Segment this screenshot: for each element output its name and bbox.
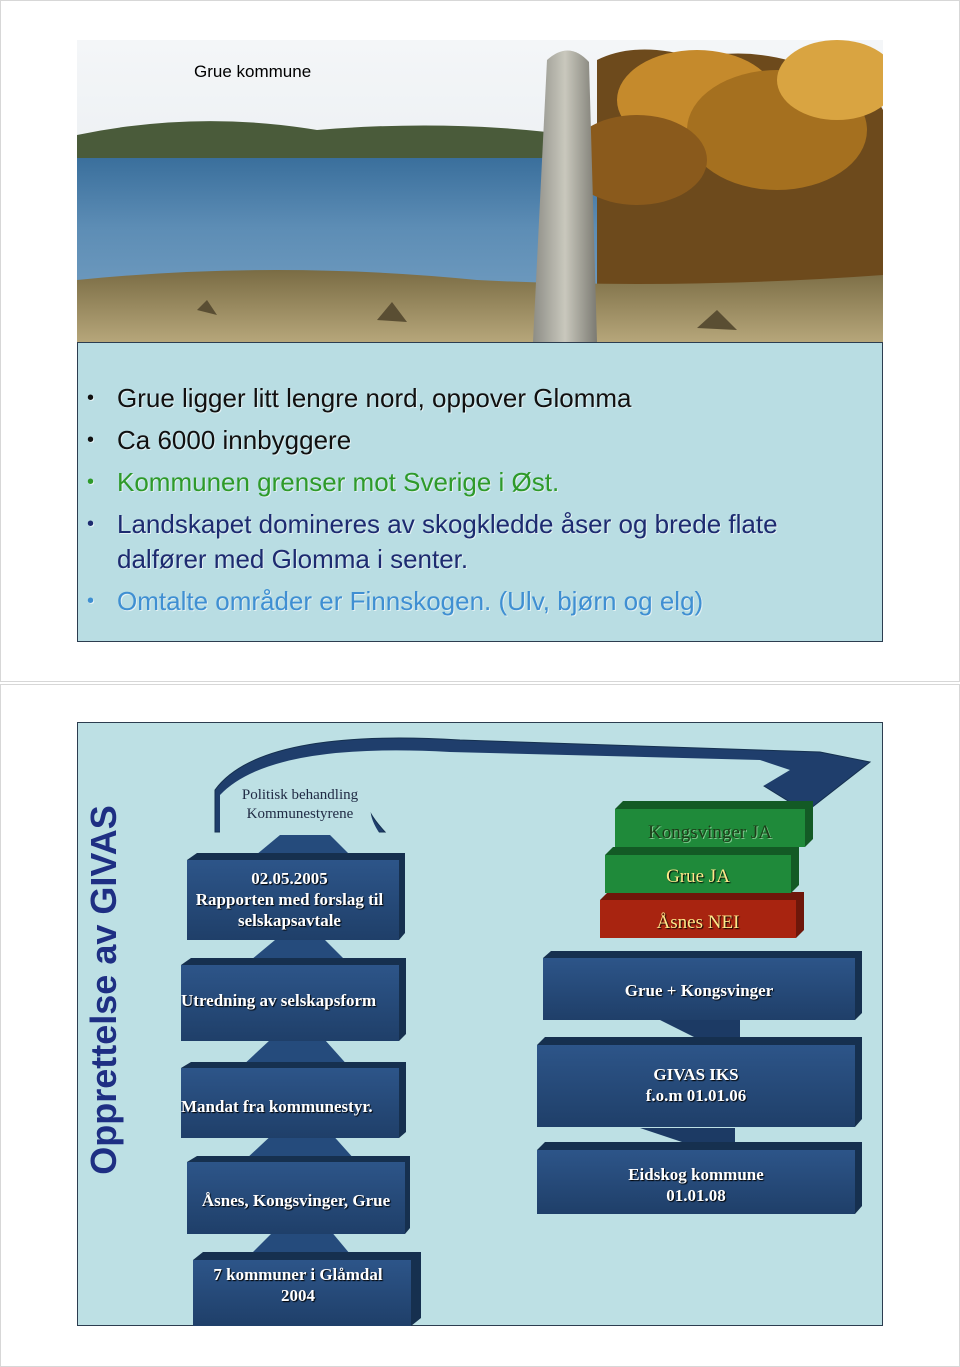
box-grue-ja [605, 855, 791, 893]
label-rapport-text: 02.05.2005 Rapporten med forslag til sel… [195, 869, 384, 930]
slide-caption: Grue kommune [194, 62, 312, 81]
label-asnes-nei-text: Åsnes NEI [656, 912, 740, 933]
label-givas: GIVAS IKS f.o.m 01.01.06 [537, 1064, 855, 1106]
bullet-item: • Landskapet domineres av skogkledde åse… [78, 507, 884, 577]
bullet-list: • Grue ligger litt lengre nord, oppover … [78, 381, 884, 626]
bullet-item: • Omtalte områder er Finnskogen. (Ulv, b… [78, 584, 884, 619]
label-grue-ja-text: Grue JA [666, 866, 730, 887]
box-givas [537, 1045, 855, 1127]
bullet-dot-icon: • [87, 429, 95, 451]
box-kongsvinger-ja [615, 809, 805, 847]
label-kongsvinger-ja: Kongsvinger JA [615, 822, 805, 843]
label-utredning-text: Utredning av selskapsform [181, 991, 377, 1010]
bullet-dot-icon: • [87, 513, 95, 535]
bullet-text: Ca 6000 innbyggere [117, 425, 352, 455]
bullet-item: • Grue ligger litt lengre nord, oppover … [78, 381, 884, 416]
box-glamdal [193, 1260, 411, 1326]
box-eidskog [537, 1150, 855, 1214]
label-eidskog-text: Eidskog kommune 01.01.08 [628, 1165, 764, 1205]
landscape-photo [77, 40, 883, 342]
label-asnes-kv-grue-text: Åsnes, Kongsvinger, Grue [201, 1191, 391, 1210]
box-rapport [187, 860, 399, 940]
label-grue-kongsvinger-text: Grue + Kongsvinger [624, 981, 774, 1000]
label-rapport: 02.05.2005 Rapporten med forslag til sel… [187, 868, 392, 931]
label-grue-kongsvinger: Grue + Kongsvinger [543, 980, 855, 1001]
label-politisk: Politisk behandling Kommunestyrene [220, 786, 380, 824]
bullet-dot-icon: • [87, 590, 95, 612]
box-grue-kongsvinger [543, 958, 855, 1020]
bullet-text: Landskapet domineres av skogkledde åser … [117, 509, 778, 574]
label-mandat: Mandat fra kommunestyr. [181, 1096, 399, 1117]
label-eidskog: Eidskog kommune 01.01.08 [537, 1164, 855, 1206]
bullet-item: • Ca 6000 innbyggere [78, 423, 884, 458]
bullet-dot-icon: • [87, 387, 95, 409]
bullet-text: Kommunen grenser mot Sverige i Øst. [117, 467, 560, 497]
up-arrow-3 [240, 1040, 350, 1068]
label-grue-ja: Grue JA [605, 866, 791, 887]
label-politisk-line: Politisk behandling Kommunestyrene [241, 787, 359, 822]
box-mandat [181, 1068, 399, 1138]
down-arrow-2 [660, 1020, 740, 1040]
label-glamdal-text: 7 kommuner i Glåmdal 2004 [213, 1265, 383, 1305]
label-givas-text: GIVAS IKS f.o.m 01.01.06 [645, 1065, 747, 1105]
label-asnes-nei: Åsnes NEI [600, 912, 796, 933]
bullet-text: Omtalte områder er Finnskogen. (Ulv, bjø… [117, 586, 704, 616]
bullet-item: • Kommunen grenser mot Sverige i Øst. [78, 465, 884, 500]
label-kongsvinger-ja-text: Kongsvinger JA [647, 822, 773, 843]
bullet-text: Grue ligger litt lengre nord, oppover Gl… [117, 383, 632, 413]
box-utredning [181, 965, 399, 1041]
box-asnes [187, 1162, 405, 1234]
label-glamdal: 7 kommuner i Glåmdal 2004 [193, 1264, 403, 1306]
bullet-dot-icon: • [87, 471, 95, 493]
box-asnes-nei [600, 900, 796, 938]
bullet-box: • Grue ligger litt lengre nord, oppover … [77, 342, 883, 642]
label-mandat-text: Mandat fra kommunestyr. [181, 1097, 373, 1116]
label-asnes-kv-grue: Åsnes, Kongsvinger, Grue [187, 1190, 405, 1211]
label-utredning: Utredning av selskapsform [181, 990, 399, 1011]
up-arrow-2 [245, 1132, 355, 1160]
